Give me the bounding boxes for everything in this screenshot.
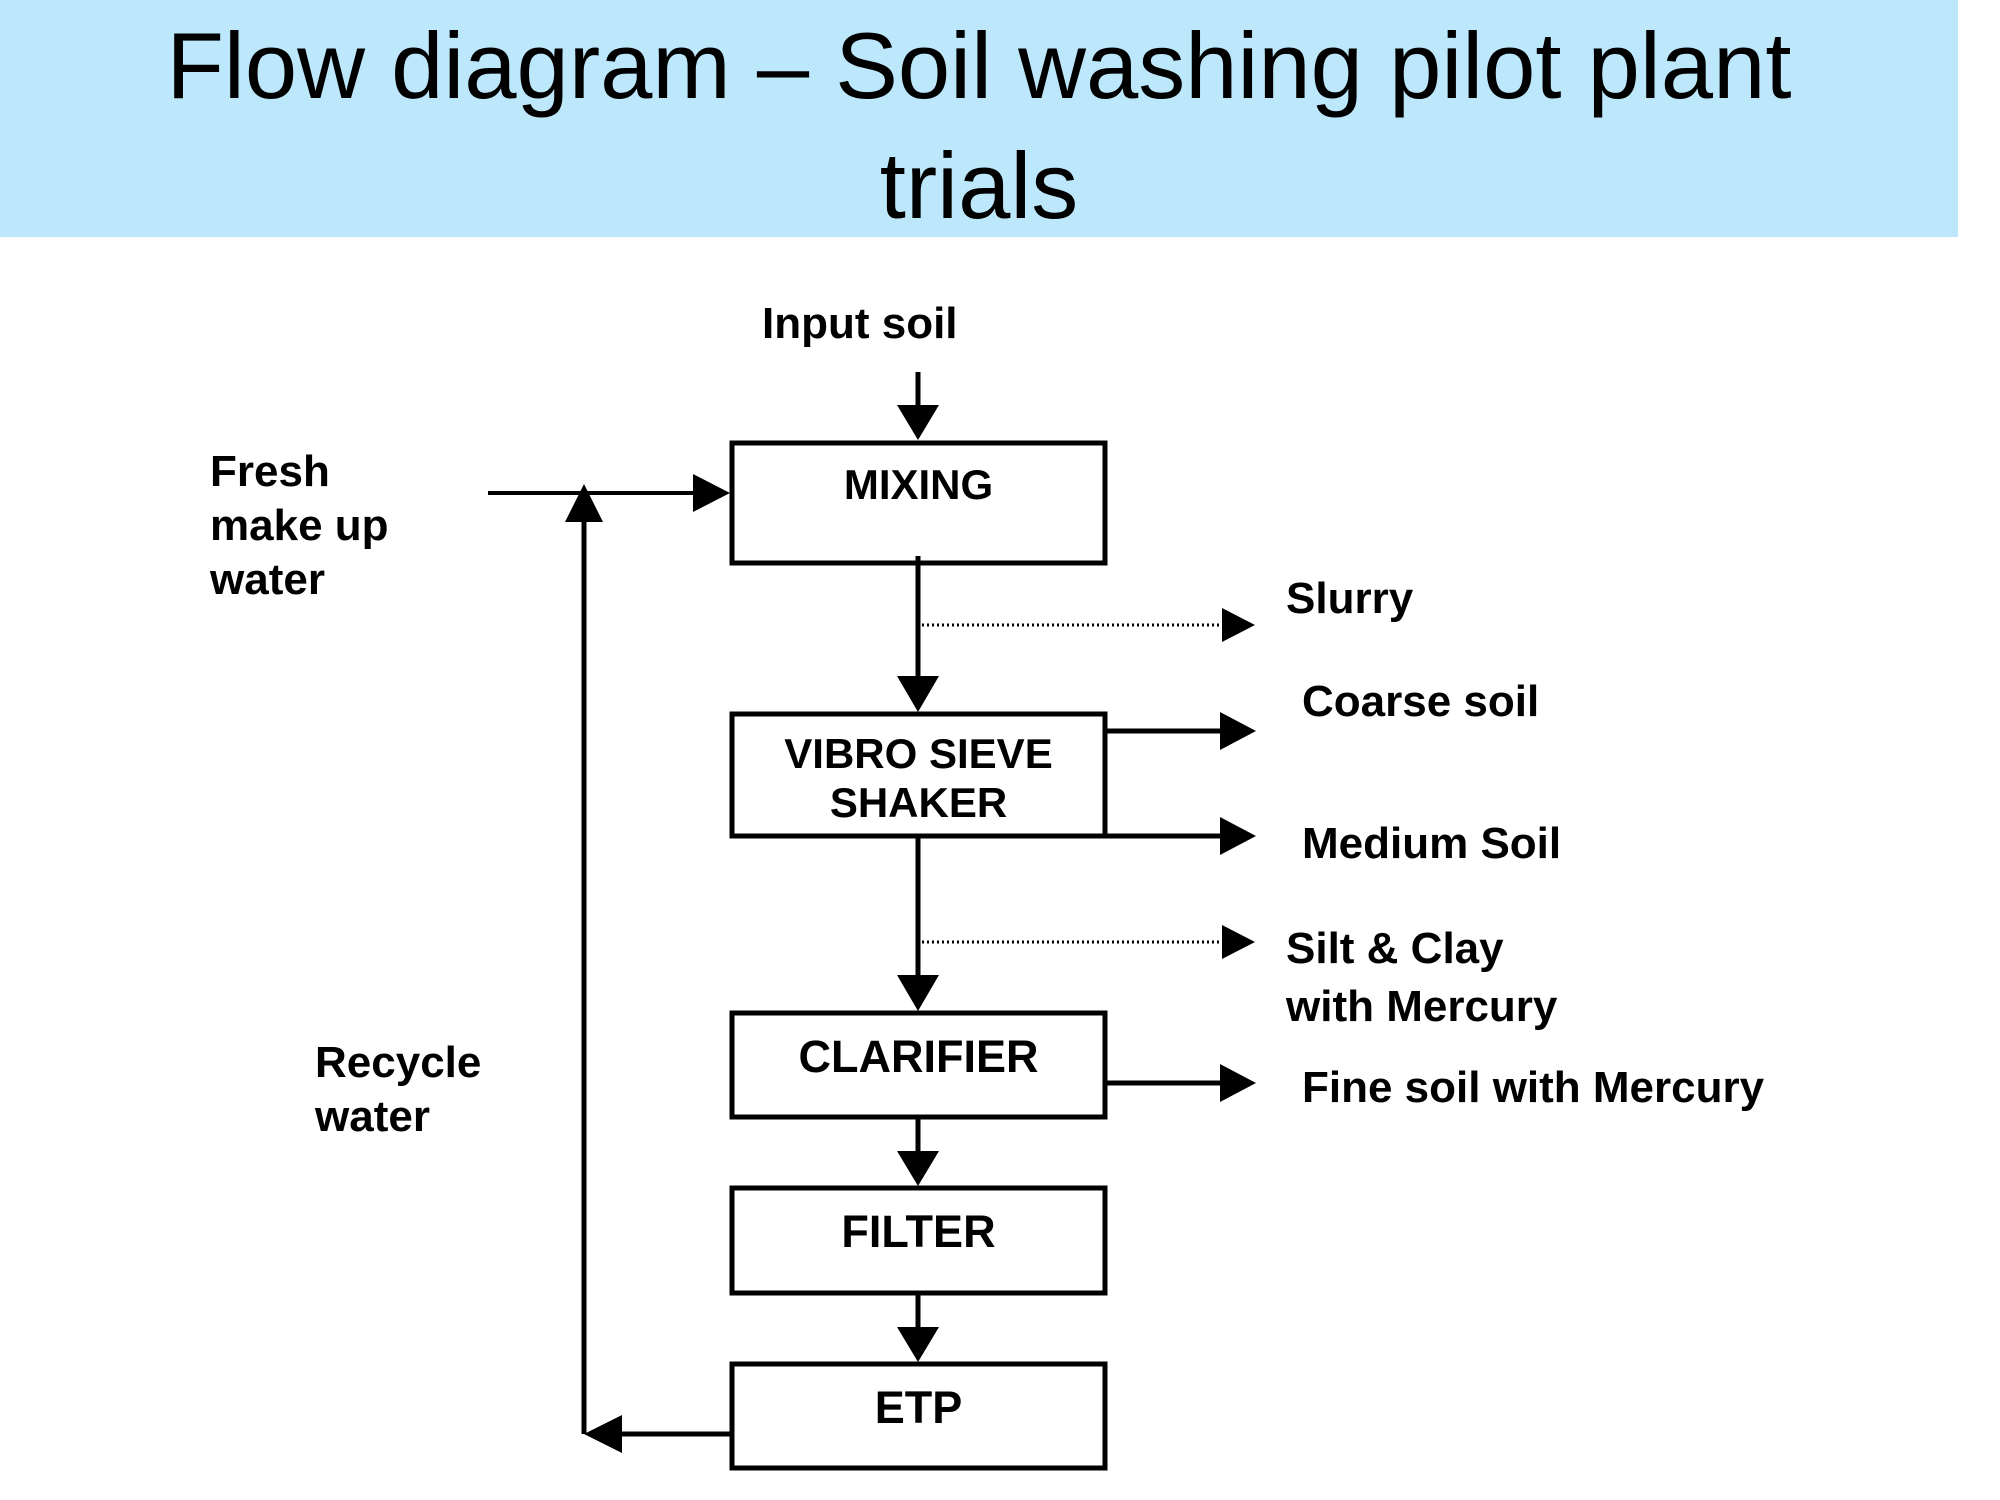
fine-soil-label: Fine soil with Mercury bbox=[1302, 1063, 1765, 1112]
clarifier-label-line: CLARIFIER bbox=[798, 1031, 1039, 1082]
coarse-soil-label: Coarse soil bbox=[1302, 677, 1540, 726]
clarifier-label: CLARIFIER bbox=[732, 1033, 1105, 1081]
silt-clay-arrowhead bbox=[1222, 925, 1255, 959]
clarifier-to-filter-arrowhead bbox=[897, 1151, 939, 1186]
recycle-return-arrowhead bbox=[584, 1415, 622, 1453]
vibro-sieve-label-line-1: VIBRO SIEVE bbox=[784, 730, 1053, 777]
input-soil-arrowhead bbox=[897, 405, 939, 440]
vibro-sieve-label-line-2: SHAKER bbox=[829, 779, 1008, 826]
mixing-box bbox=[729, 440, 1108, 566]
silt-clay-line-1: Silt & Clay bbox=[1286, 924, 1504, 973]
mixing-to-sieve-arrowhead bbox=[897, 676, 939, 712]
vibro-sieve-shaker-label: VIBRO SIEVE SHAKER bbox=[732, 729, 1105, 827]
etp-label: ETP bbox=[732, 1384, 1105, 1432]
filter-label: FILTER bbox=[732, 1208, 1105, 1256]
page-title-line-1: Flow diagram – Soil washing pilot plant bbox=[166, 13, 1792, 118]
slurry-arrowhead bbox=[1222, 608, 1255, 642]
fresh-water-label: Fresh make up water bbox=[210, 445, 389, 607]
fresh-water-arrowhead bbox=[693, 474, 730, 512]
etp-box bbox=[729, 1361, 1108, 1471]
mixing-label-line: MIXING bbox=[843, 461, 994, 508]
fresh-water-line-1: Fresh bbox=[210, 447, 330, 496]
coarse-soil-arrowhead bbox=[1220, 712, 1256, 750]
silt-clay-line-2: with Mercury bbox=[1286, 982, 1558, 1031]
filter-to-etp-arrowhead bbox=[897, 1327, 939, 1362]
recycle-riser-arrowhead bbox=[565, 484, 603, 522]
fresh-water-line-3: water bbox=[210, 555, 325, 604]
silt-clay-label: Silt & Clay with Mercury bbox=[1286, 920, 1557, 1036]
page-title: Flow diagram – Soil washing pilot plant … bbox=[0, 0, 1958, 246]
filter-label-line: FILTER bbox=[841, 1206, 996, 1257]
input-soil-label: Input soil bbox=[762, 299, 958, 348]
page-title-line-2: trials bbox=[879, 133, 1079, 238]
slurry-label: Slurry bbox=[1286, 574, 1414, 623]
medium-soil-label: Medium Soil bbox=[1302, 819, 1562, 868]
mixing-label: MIXING bbox=[732, 461, 1105, 509]
title-banner: Flow diagram – Soil washing pilot plant … bbox=[0, 0, 1958, 238]
medium-soil-arrowhead bbox=[1220, 817, 1256, 855]
etp-label-line: ETP bbox=[874, 1382, 963, 1433]
recycle-water-line-1: Recycle bbox=[315, 1038, 482, 1087]
recycle-water-line-2: water bbox=[315, 1092, 430, 1141]
fresh-water-line-2: make up bbox=[210, 501, 389, 550]
fine-soil-arrowhead bbox=[1220, 1064, 1256, 1102]
recycle-water-label: Recycle water bbox=[315, 1036, 481, 1144]
sieve-to-clarifier-arrowhead bbox=[897, 975, 939, 1011]
